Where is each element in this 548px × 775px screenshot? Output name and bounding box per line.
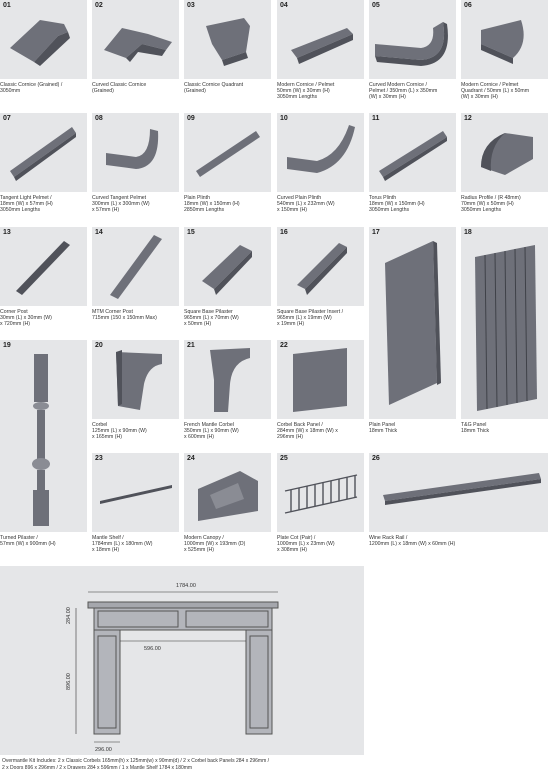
product-number: 18 [464,229,472,236]
product-number: 13 [3,229,11,236]
product-number: 01 [3,2,11,9]
footer-line: 2 x Doors 896 x 296mm / 2 x Drawers 284 … [2,764,193,771]
product-number: 03 [187,2,195,9]
height-label: 896.00 [66,673,72,690]
product-number: 26 [372,455,380,462]
product-caption: Curved Classic Cornice(Grained) [92,82,147,94]
product-number: 19 [3,342,11,349]
product-card[interactable]: 01 Classic Cornice (Grained) /3050mm [0,0,87,94]
overmantle-drawing: 1784.00 284.00 596.00 896.00 296.00 [66,583,279,753]
product-card[interactable]: 03 Classic Cornice Quadrant(Grained) [184,0,271,94]
leg-label: 296.00 [95,747,112,753]
product-number: 06 [464,2,472,9]
product-number: 12 [464,115,472,122]
product-caption: Modern Canopy /1000mm (W) x 193mm (D)x 5… [184,535,246,553]
overmantle-kit-description: Overmantle Kit Includes: 2 x Classic Cor… [2,758,382,771]
overmantle-diagram: 1784.00 284.00 596.00 896.00 296.00 [0,566,364,755]
product-number: 22 [280,342,288,349]
product-caption: Turned Pilaster /57mm (W) x 900mm (H) [0,535,56,547]
product-number: 10 [280,115,288,122]
product-card[interactable]: 07 Tangent Light Pelmet /18mm (W) x 57mm… [0,113,87,213]
product-caption: Plate Cot (Pair) /1000mm (L) x 23mm (W)x… [277,535,335,553]
product-number: 02 [95,2,103,9]
product-number: 05 [372,2,380,9]
product-caption: Classic Cornice (Grained) /3050mm [0,82,63,94]
product-card[interactable]: 24 Modern Canopy /1000mm (W) x 193mm (D)… [184,453,271,553]
product-card[interactable]: 23 Mantle Shelf /1784mm (L) x 180mm (W)x… [92,453,179,553]
product-caption: Tangent Light Pelmet /18mm (W) x 57mm (H… [0,195,53,213]
height-top-label: 284.00 [66,607,72,624]
footer-line: Overmantle Kit Includes: 2 x Classic Cor… [2,758,270,764]
product-caption: Corbel Back Panel /284mm (W) x 18mm (W) … [277,422,338,440]
product-number: 23 [95,455,103,462]
product-number: 11 [372,115,380,122]
width-label: 1784.00 [176,583,196,589]
product-caption: Classic Cornice Quadrant(Grained) [184,82,244,94]
product-number: 09 [187,115,195,122]
product-card[interactable]: 19 Turned Pilaster /57mm (W) x 900mm (H) [0,340,87,547]
product-number: 08 [95,115,103,122]
product-caption: Curved Modern Cornice /Pelmet / 350mm (L… [369,82,438,100]
product-number: 14 [95,229,103,236]
product-number: 16 [280,229,288,236]
product-card[interactable]: 12 Radius Profile / (R 48mm)70mm (W) x 5… [461,113,548,213]
product-caption: Radius Profile / (R 48mm)70mm (W) x 50mm… [461,195,521,213]
product-number: 07 [3,115,11,122]
product-number: 25 [280,455,288,462]
product-caption: Square Base Pilaster Insert /965mm (L) x… [277,309,344,327]
product-card[interactable]: 25 Plate Cot (Pair) /1000mm (L) x 23mm (… [277,453,364,553]
product-caption: Wine Rack Rail /1200mm (L) x 18mm (W) x … [369,535,456,547]
product-card[interactable]: 16 Square Base Pilaster Insert /965mm (L… [277,227,364,327]
product-caption: Mantle Shelf /1784mm (L) x 180mm (W)x 18… [92,535,153,553]
opening-label: 596.00 [144,646,161,652]
product-number: 17 [372,229,380,236]
product-image: 01 [0,0,87,79]
product-number: 15 [187,229,195,236]
product-number: 20 [95,342,103,349]
product-card[interactable]: 22 Corbel Back Panel /284mm (W) x 18mm (… [277,340,364,440]
product-card[interactable]: 26 Wine Rack Rail /1200mm (L) x 18mm (W)… [369,453,548,547]
product-number: 21 [187,342,195,349]
product-card[interactable]: 05 Curved Modern Cornice /Pelmet / 350mm… [369,0,456,100]
product-number: 24 [187,455,195,462]
product-card[interactable]: 02 Curved Classic Cornice(Grained) [92,0,179,94]
product-number: 04 [280,2,288,9]
